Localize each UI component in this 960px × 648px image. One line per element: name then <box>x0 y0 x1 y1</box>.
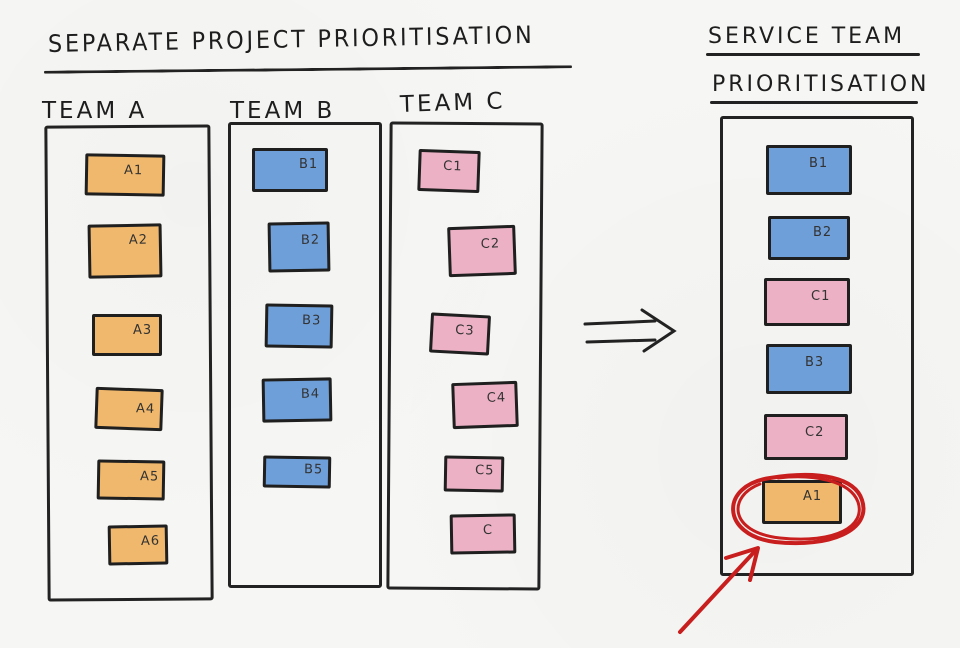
card-label: C1 <box>811 289 831 304</box>
service-card-1: B1 <box>766 145 852 195</box>
team-b-column <box>228 122 382 588</box>
card-a3: A3 <box>92 314 162 356</box>
service-card-4: B3 <box>766 344 852 394</box>
double-arrow-icon <box>583 308 677 353</box>
service-card-6: A1 <box>762 480 842 524</box>
highlight-ellipse <box>731 472 866 546</box>
red-arrow-icon <box>678 546 760 634</box>
card-label: B1 <box>299 157 319 172</box>
team-b-heading: TEAM B <box>230 98 336 124</box>
title-service-prioritisation: PRIORITISATION <box>712 72 930 97</box>
service-card-2: B2 <box>768 216 850 260</box>
card-label: B3 <box>805 355 825 370</box>
card-label: C2 <box>805 425 825 440</box>
service-card-5: C2 <box>764 414 848 460</box>
service-team-column <box>720 116 914 576</box>
title-underline-right-2 <box>710 101 918 104</box>
card-label: A3 <box>133 323 153 338</box>
card-label: B2 <box>813 225 833 240</box>
card-label: A1 <box>803 489 823 504</box>
team-a-heading: TEAM A <box>42 98 148 124</box>
card-b1: B1 <box>252 148 328 192</box>
service-card-3: C1 <box>764 278 850 326</box>
card-label: B1 <box>809 156 829 171</box>
title-underline-right-1 <box>706 53 920 56</box>
title-service-team: SERVICE TEAM <box>708 24 906 49</box>
